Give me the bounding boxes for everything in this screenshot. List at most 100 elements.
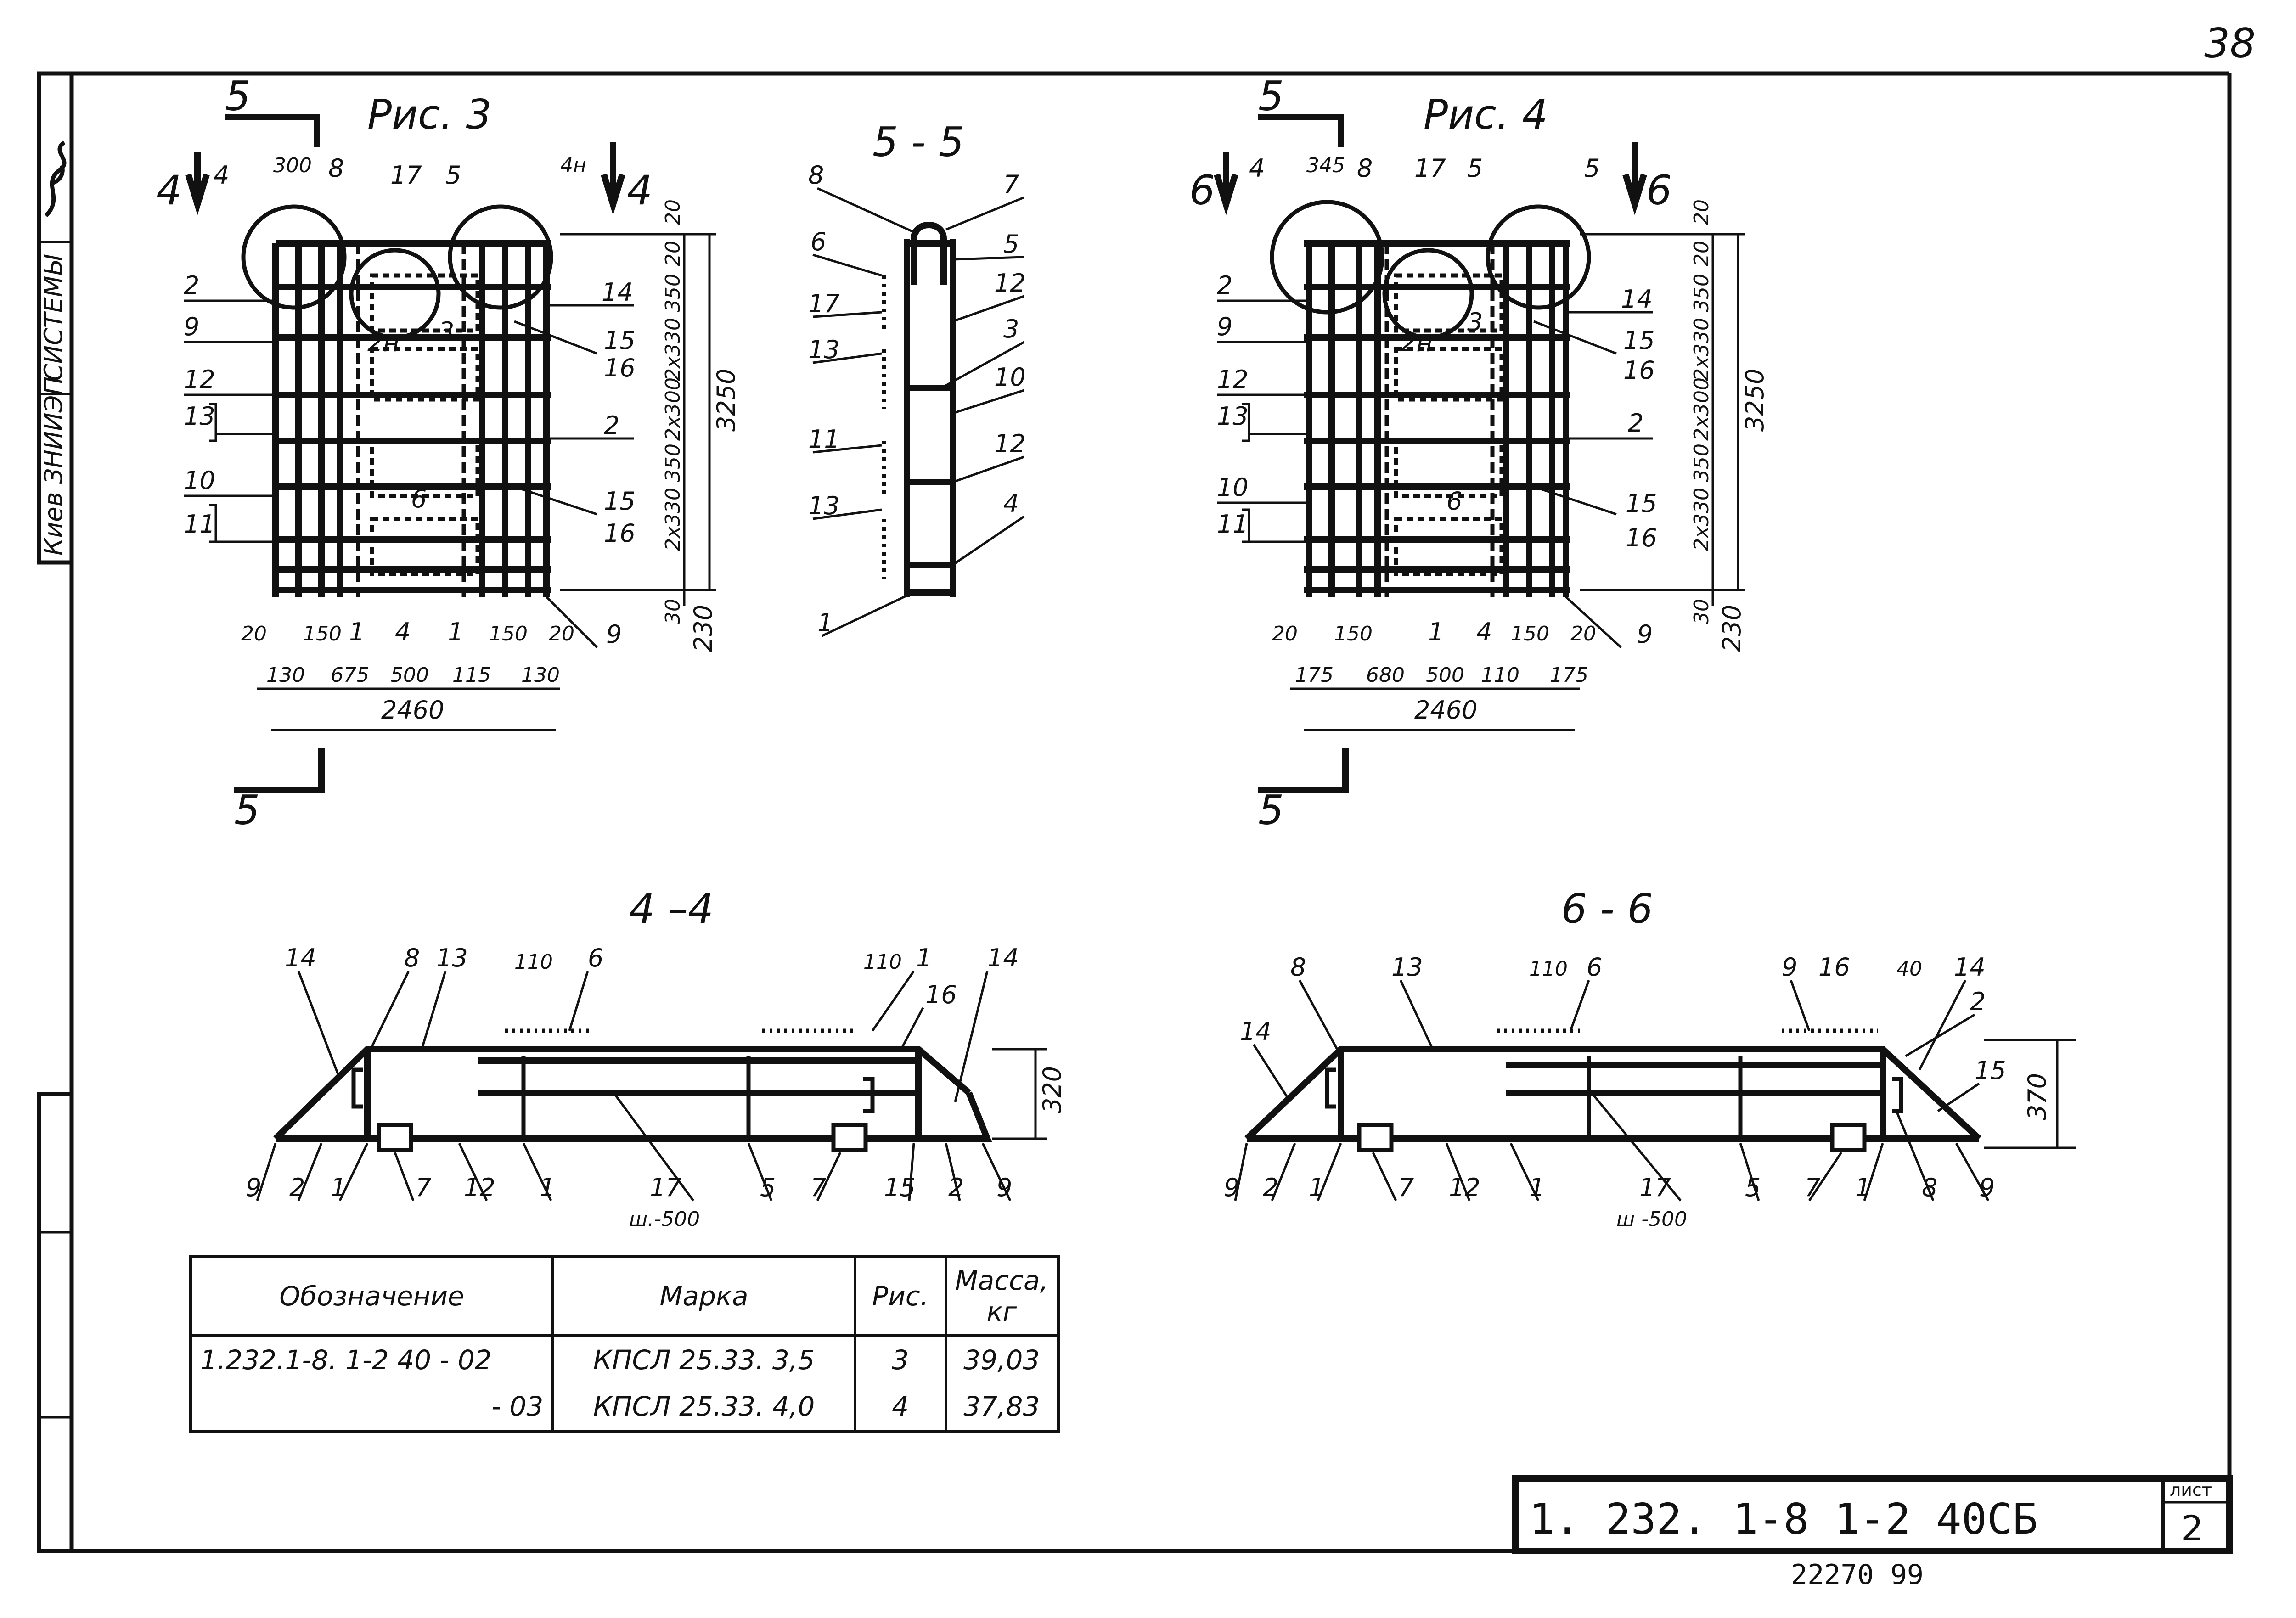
fig4-dim-b1-4: 4: [1476, 618, 1492, 646]
fig4-overall-width: 2460: [1414, 696, 1477, 725]
section-5-5: 5 - 5 8 6 17 13 11 13 1 7 5 12 3 10 12 4: [808, 118, 1026, 637]
sec55-callout-11: 11: [808, 425, 840, 454]
header-fig: Рис.: [854, 1255, 947, 1337]
fig3-callout-15b: 15: [604, 487, 636, 516]
stamp-dept: СИСТЕМЫ: [39, 254, 68, 382]
sec55-title: 5 - 5: [872, 118, 964, 166]
fig4-dim-b1-5: 150: [1511, 622, 1549, 646]
row1-mark: КПСЛ 25.33. 3,5: [551, 1334, 856, 1383]
fig4-callout-10: 10: [1217, 473, 1249, 502]
fig3-dim-r-4: 2х330: [661, 318, 685, 381]
fig4-dim-r-7: 2х330: [1690, 488, 1713, 551]
fig4-callout-2: 2: [1217, 271, 1232, 300]
sec44-bot-7a: 7: [416, 1173, 431, 1202]
fig3-dim-r-2: 20: [661, 241, 685, 266]
fig4-callout-8: 8: [1357, 154, 1373, 183]
sec66-top-2: 2: [1970, 987, 1986, 1016]
sec44-height-dim: 320: [1038, 1066, 1067, 1113]
fig3-title: Рис. 3: [367, 91, 492, 138]
fig4-dim-r-8: 30: [1690, 599, 1713, 624]
fig3-section5-top: 5: [225, 73, 251, 120]
sec66-top-40: 40: [1896, 957, 1922, 981]
header-mark: Марка: [551, 1255, 856, 1337]
fig3-dim-b2-5: 130: [521, 663, 560, 687]
sec66-bot-2a: 2: [1263, 1173, 1278, 1202]
fig4-callout-5b: 5: [1584, 154, 1600, 183]
sec66-top-9: 9: [1782, 953, 1797, 982]
sheet-label: лист: [2170, 1480, 2212, 1500]
sec55-callout-17: 17: [808, 289, 840, 318]
fig3-dim-top-1: 300: [273, 154, 312, 177]
sec44-bot-1b: 1: [540, 1173, 555, 1202]
fig4-dim-b1-1: 20: [1272, 622, 1298, 646]
fig4-callout-15a: 15: [1623, 326, 1655, 355]
spec-table-header: Обозначение Марка Рис. Масса, кг: [189, 1255, 1060, 1337]
fig3-section5-bottom: 5: [234, 787, 260, 834]
fig3-dim-r-7: 2х330: [661, 488, 685, 551]
fig4-dim-r-4: 2х330: [1690, 318, 1713, 381]
sec55-callout-10: 10: [994, 363, 1026, 392]
sec55-callout-5: 5: [1003, 230, 1019, 258]
sec66-top-15: 15: [1975, 1056, 2006, 1085]
fig4-dim-r-6: 350: [1690, 444, 1713, 482]
fig3-section4-right: 4: [627, 167, 653, 214]
fig3-callout-11: 11: [184, 510, 215, 539]
fig4-dim-r-1: 20: [1690, 199, 1713, 225]
fig4-dim-r-5: 2х300: [1690, 377, 1713, 441]
fig3-callout-16a: 16: [604, 354, 636, 382]
fig3-callout-16b: 16: [604, 519, 636, 548]
sec44-top-14b: 14: [987, 944, 1019, 972]
fig4-dim-b1-6: 20: [1570, 622, 1596, 646]
fig4-dim-b1-2: 150: [1334, 622, 1373, 646]
fig3-plan: Рис. 3 5 4 4: [156, 73, 741, 834]
fig4-callout-2n: 2н: [1401, 328, 1433, 357]
fig4-title: Рис. 4: [1424, 91, 1548, 138]
fig3-callout-13: 13: [184, 402, 215, 431]
sec44-title: 4 –4: [629, 885, 714, 933]
title-code: 1. 232. 1-8 1-2 40СБ: [1529, 1494, 2038, 1544]
fig3-dim-b1-4: 4: [395, 618, 411, 646]
sec66-bot-17: 17: [1639, 1173, 1671, 1202]
fig4-callout-14: 14: [1621, 285, 1653, 314]
row1-fig: 3: [854, 1334, 947, 1383]
row1-designation: 1.232.1-8. 1-2 40 - 02: [189, 1334, 554, 1383]
row2-fig: 4: [854, 1383, 947, 1433]
sec66-top-14a: 14: [1954, 953, 1986, 982]
sec44-bot-2a: 2: [289, 1173, 305, 1202]
fig3-dim-b1-1: 20: [241, 622, 267, 646]
sec55-callout-4: 4: [1003, 489, 1019, 518]
sec66-bot-1a: 1: [1309, 1173, 1324, 1202]
fig3-callout-3: 3: [439, 317, 454, 346]
row1-mass: 39,03: [944, 1334, 1060, 1383]
fig4-callout-3: 3: [1467, 308, 1483, 337]
fig4-section6-right: 6: [1646, 167, 1672, 214]
fig3-callout-10: 10: [184, 466, 215, 495]
sec55-callout-3: 3: [1003, 315, 1019, 343]
fig3-callout-9: 9: [184, 312, 199, 341]
fig4-section5-top: 5: [1258, 73, 1284, 120]
fig3-dim-b1-6: 150: [489, 622, 528, 646]
fig3-dim-b2-4: 115: [452, 663, 491, 687]
fig4-callout-16a: 16: [1623, 356, 1655, 385]
sec66-top-8: 8: [1290, 953, 1306, 982]
fig4-callout-13: 13: [1217, 402, 1249, 431]
fig3-callout-6: 6: [411, 484, 427, 513]
header-designation: Обозначение: [189, 1255, 554, 1337]
fig4-callout-2r: 2: [1628, 409, 1643, 438]
fig3-dim-b2-2: 675: [331, 663, 369, 687]
stamp-org: Киев ЗНИИЭП: [39, 376, 68, 556]
fig3-overall-width: 2460: [381, 696, 444, 725]
fig3-dim-r-9: 230: [689, 605, 718, 652]
fig3-callout-2r: 2: [604, 411, 619, 440]
fig4-callout-15b: 15: [1626, 489, 1657, 518]
fig4-callout-6: 6: [1446, 487, 1462, 516]
sec44-top-110a: 110: [514, 950, 553, 974]
fig3-callout-2: 2: [184, 271, 199, 300]
fig3-callout-5: 5: [445, 161, 461, 190]
sec44-top-1: 1: [916, 944, 932, 972]
fig4-dim-r-9: 230: [1717, 605, 1746, 652]
fig3-dim-b1-5: 1: [448, 618, 463, 646]
sec55-callout-12b: 12: [994, 429, 1026, 458]
title-block: 1. 232. 1-8 1-2 40СБ лист 2 22270 99: [1512, 1475, 2233, 1591]
